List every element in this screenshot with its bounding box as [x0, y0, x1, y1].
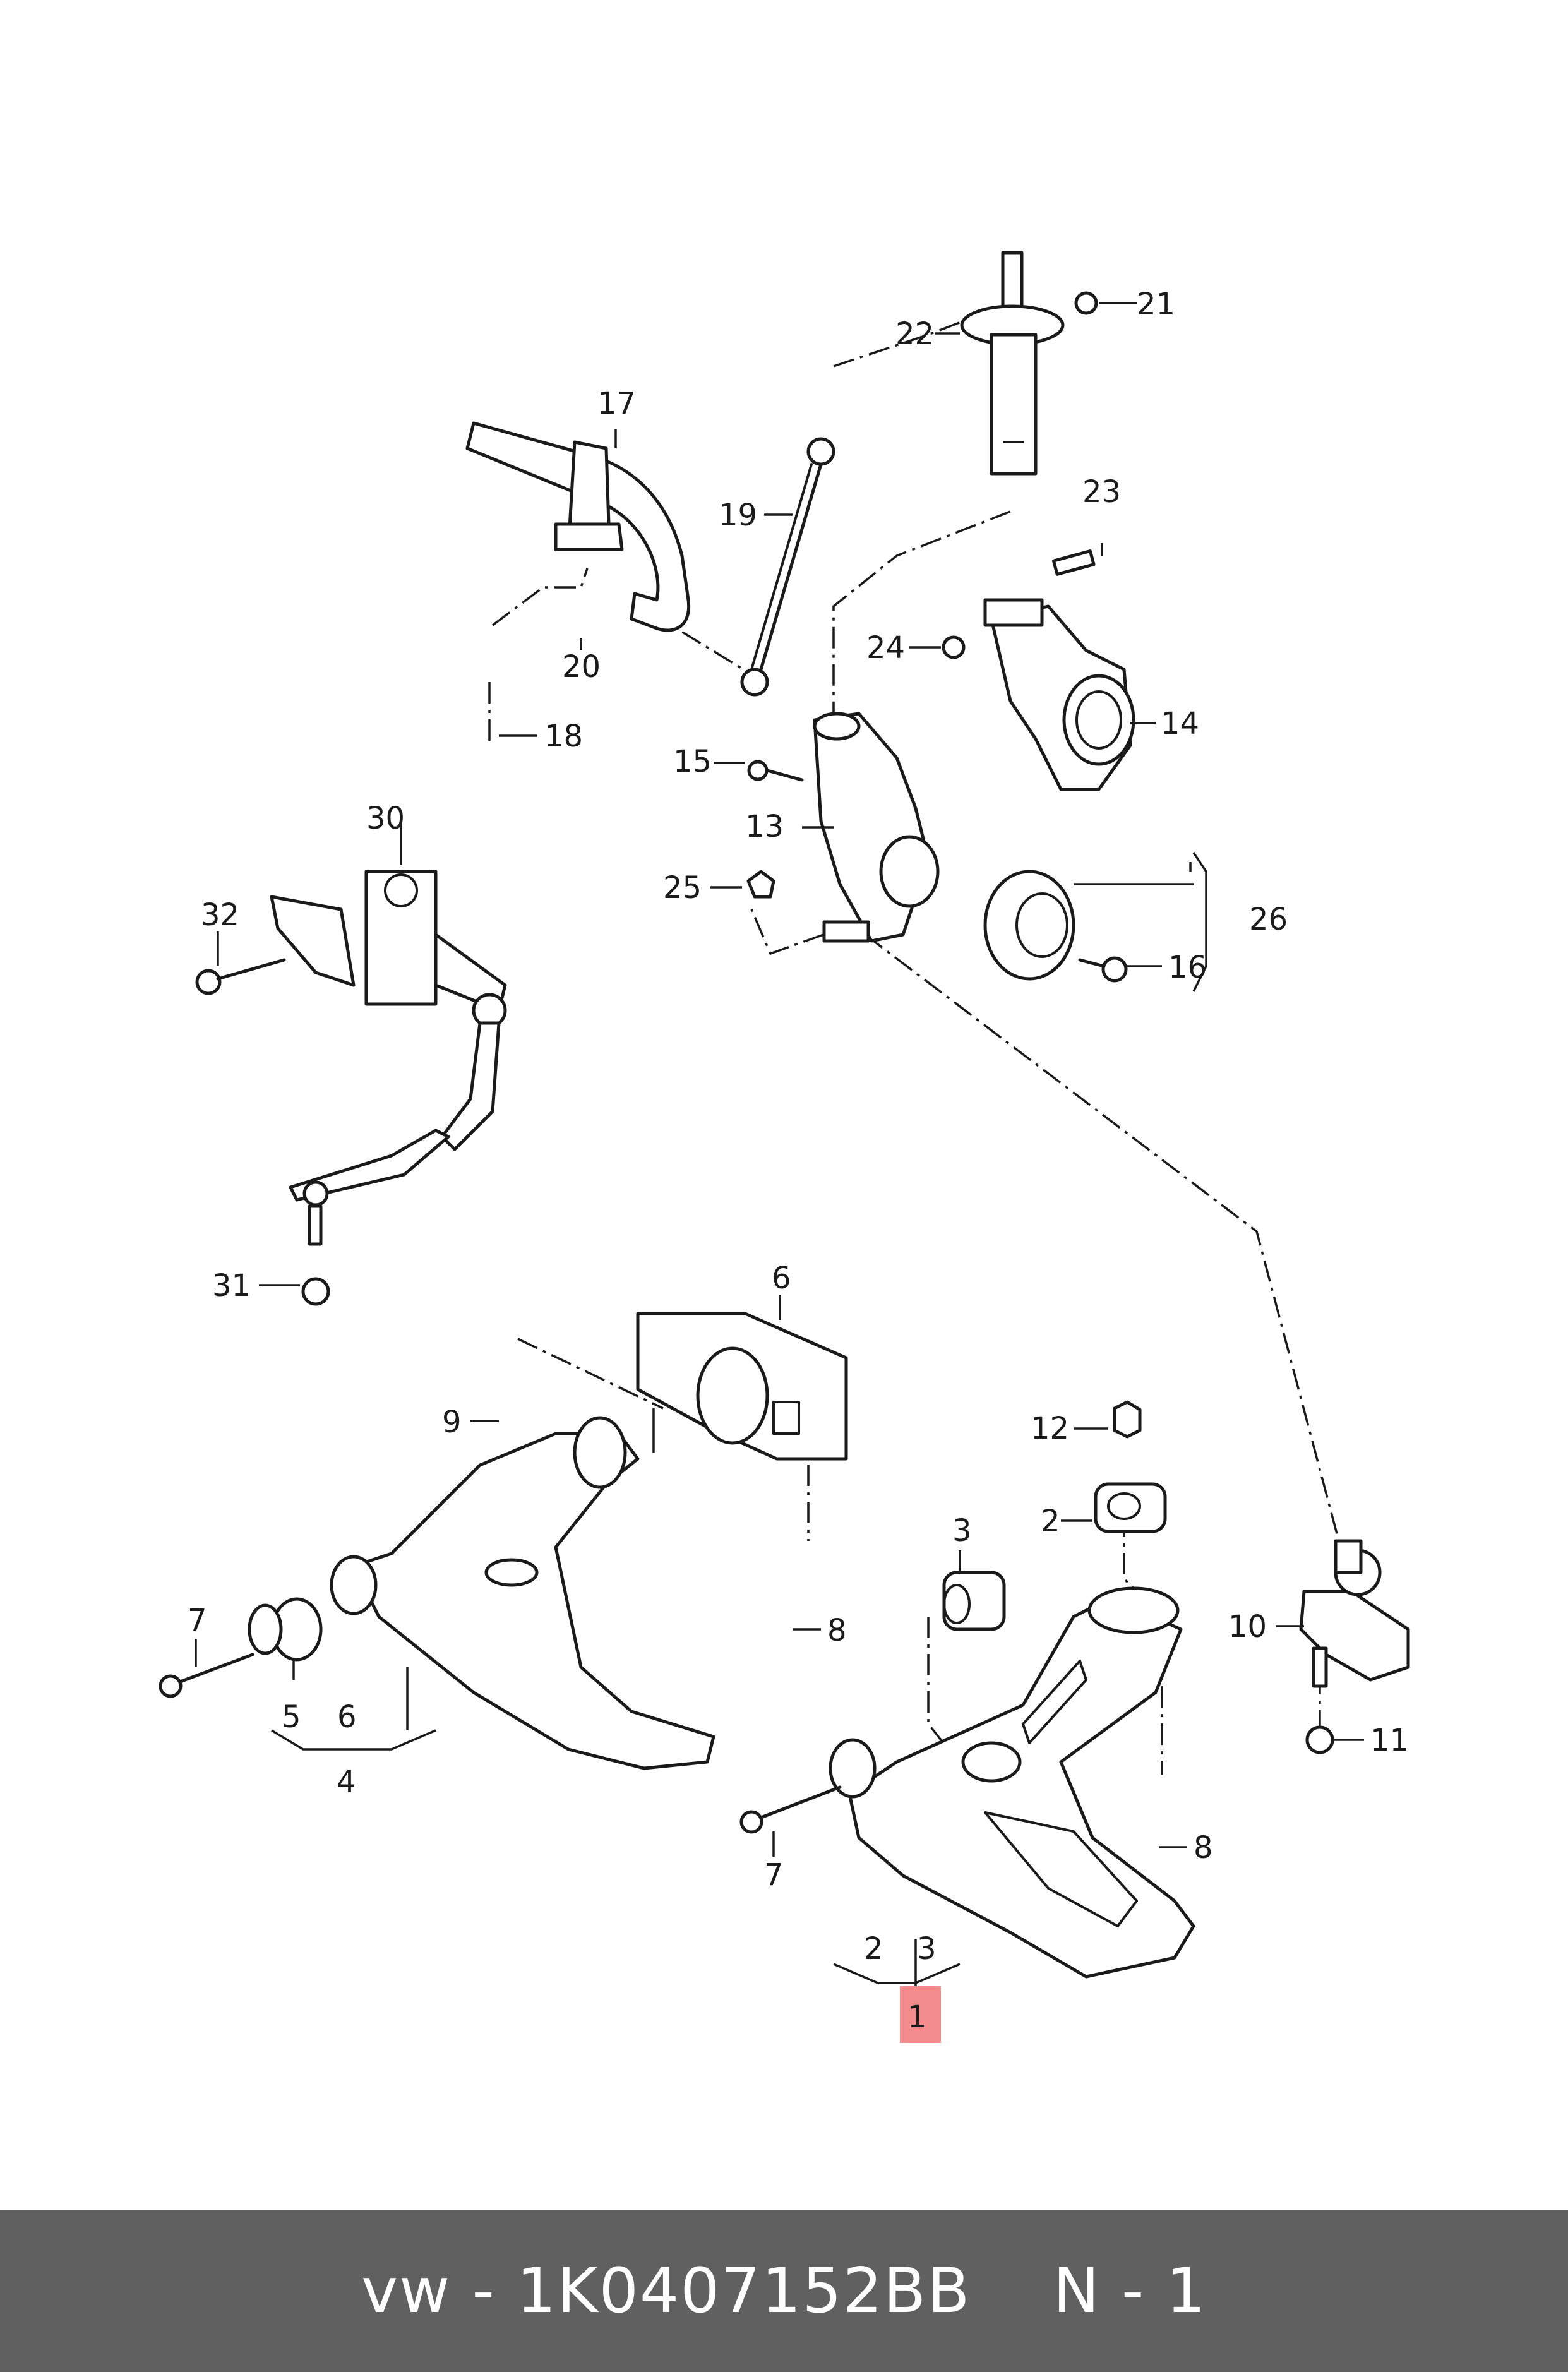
mounting-bush: [636, 1312, 848, 1461]
callout-7-right: 7: [764, 1857, 784, 1893]
steering-knuckle: [746, 712, 940, 943]
callout-1: 1: [907, 1999, 927, 2035]
diagram-position: N - 1: [1053, 2255, 1207, 2327]
callout-8-right: 8: [1194, 1830, 1213, 1866]
callout-3-top: 3: [952, 1513, 972, 1548]
footer-text: vw - 1K0407152BB N - 1: [361, 2255, 1207, 2327]
wheel-bearing-housing: [942, 549, 1135, 791]
right-arm-bushes: [942, 1400, 1167, 1631]
callout-20: 20: [562, 649, 601, 685]
part-number-footer: vw - 1K0407152BB N - 1: [0, 2210, 1568, 2372]
callout-2-bottom: 2: [864, 1931, 883, 1967]
callout-8-left: 8: [827, 1613, 847, 1648]
callout-17: 17: [597, 386, 636, 421]
callout-18: 18: [544, 719, 583, 754]
leader-lines: [195, 302, 1364, 2027]
callout-labels: 1 2 2 3 3 4 5 6 6 7 7 8 8 9 10 11 12 13 …: [188, 287, 1409, 2035]
callout-6-bottom: 6: [337, 1699, 357, 1735]
suspension-strut: [960, 251, 1098, 476]
callout-26: 26: [1249, 902, 1288, 937]
callout-6-top: 6: [772, 1261, 791, 1296]
brand-part-number: vw - 1K0407152BB: [361, 2255, 971, 2327]
callout-5: 5: [282, 1699, 301, 1735]
callout-16: 16: [1168, 950, 1207, 985]
callout-32: 32: [201, 897, 239, 933]
callout-31: 31: [212, 1268, 251, 1303]
highlight-box: [900, 1986, 941, 2043]
callout-9: 9: [442, 1405, 462, 1440]
callout-24: 24: [866, 630, 905, 666]
ball-joint: [1299, 1539, 1410, 1754]
callout-11: 11: [1370, 1723, 1409, 1758]
coupling-rod: [740, 437, 835, 697]
callout-21: 21: [1137, 287, 1175, 322]
callout-30: 30: [366, 801, 405, 836]
callout-2-top: 2: [1041, 1504, 1060, 1539]
wheel-hub: [983, 870, 1128, 983]
callout-10: 10: [1228, 1609, 1267, 1644]
callout-7-left: 7: [188, 1603, 207, 1638]
track-control-arm-right: [739, 1586, 1195, 1979]
callout-12: 12: [1031, 1411, 1069, 1446]
level-sensor: [195, 870, 507, 1306]
callout-25: 25: [663, 870, 702, 906]
callout-23: 23: [1082, 474, 1121, 510]
callout-4: 4: [337, 1764, 356, 1800]
callout-14: 14: [1161, 706, 1199, 741]
exploded-parts-diagram: 1 2 2 3 3 4 5 6 6 7 7 8 8 9 10 11 12 13 …: [159, 251, 1410, 2043]
callout-19: 19: [719, 498, 757, 533]
callout-22: 22: [895, 316, 934, 352]
track-control-arm-left: [159, 1416, 715, 1770]
callout-13: 13: [745, 809, 784, 844]
callout-3-bottom: 3: [917, 1931, 937, 1967]
stabilizer-bar: [465, 421, 691, 632]
callout-15: 15: [673, 744, 712, 779]
